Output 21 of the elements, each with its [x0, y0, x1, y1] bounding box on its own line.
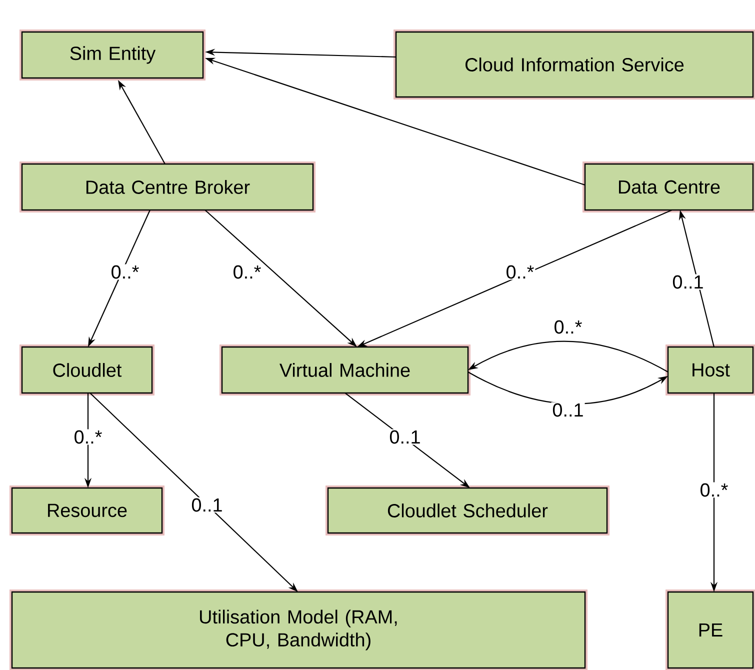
multiplicity-label: 0..1 [671, 274, 705, 290]
class-box: Data Centre Broker [20, 161, 316, 212]
multiplicity-label: 0..* [698, 482, 730, 498]
class-box: Utilisation Model (RAM, CPU, Bandwidth) [10, 589, 588, 670]
multiplicity-label: 0..* [232, 264, 262, 280]
class-box: PE [666, 589, 755, 670]
class-box: Data Centre [582, 161, 755, 212]
class-box: Sim Entity [20, 30, 206, 80]
class-box: Resource [10, 485, 164, 536]
class-box: Host [666, 344, 755, 396]
class-box: Virtual Machine [220, 344, 470, 396]
class-box: Cloud Information Service [394, 30, 755, 100]
multiplicity-label: 0..* [72, 429, 104, 445]
multiplicity-label: 0..1 [551, 402, 585, 418]
multiplicity-label: 0..1 [190, 497, 224, 513]
multiplicity-label: 0..1 [388, 429, 422, 445]
class-box: Cloudlet [20, 344, 154, 396]
multiplicity-label: 0..* [110, 264, 140, 280]
class-box: Cloudlet Scheduler [326, 485, 610, 536]
multiplicity-label: 0..* [504, 264, 536, 280]
multiplicity-label: 0..* [552, 319, 584, 335]
